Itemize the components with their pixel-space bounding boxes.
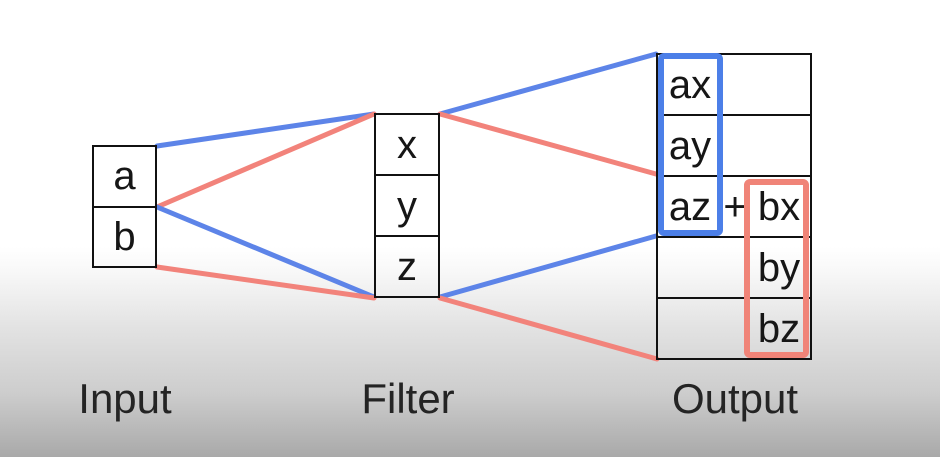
edge-a-top-to-filter-top	[154, 111, 377, 149]
input-cell-b: b	[94, 205, 155, 267]
output-az: az	[668, 184, 712, 229]
output-table: ax ay az + bx by bz	[656, 53, 812, 360]
edge-filter-top-to-output-top	[437, 51, 659, 117]
output-row4-op	[722, 238, 748, 297]
output-plus-sign: +	[723, 184, 747, 229]
input-table: a b	[92, 145, 157, 268]
output-row1-op	[722, 55, 748, 114]
filter-table: x y z	[374, 113, 440, 298]
edge-filter-bottom-to-output-bottom	[437, 295, 660, 362]
edge-filter-top-to-b-top	[154, 111, 377, 210]
output-label: Output	[671, 375, 799, 422]
output-row-ax: ax	[658, 55, 810, 114]
output-ax: ax	[668, 62, 712, 107]
output-row-ay: ay	[658, 114, 810, 175]
output-row-bz: bz	[658, 297, 810, 358]
output-ay: ay	[668, 123, 712, 168]
output-row2-op	[722, 116, 748, 175]
filter-cell-x: x	[397, 122, 417, 167]
output-row-by: by	[658, 236, 810, 297]
output-row2-right	[748, 116, 810, 175]
output-bz: bz	[757, 306, 801, 351]
output-row4-left	[658, 238, 722, 297]
output-bx: bx	[757, 184, 801, 229]
edge-b-bottom-to-filter-bottom	[154, 264, 377, 301]
filter-cell-y: y	[376, 174, 438, 235]
input-label: Input	[78, 375, 172, 422]
filter-cell-z: z	[376, 235, 438, 296]
filter-label: Filter	[361, 375, 455, 422]
output-by: by	[757, 245, 801, 290]
edge-filter-top-to-output-bx-top	[437, 111, 659, 177]
edge-filter-bottom-to-output-az-bottom	[437, 233, 659, 300]
output-row5-left	[658, 299, 722, 358]
output-row-az-bx: az + bx	[658, 175, 810, 236]
edge-a-bottom-to-filter-bottom	[154, 204, 377, 300]
output-row1-right	[748, 55, 810, 114]
output-row5-op	[722, 299, 748, 358]
input-cell-a: a	[113, 154, 136, 199]
